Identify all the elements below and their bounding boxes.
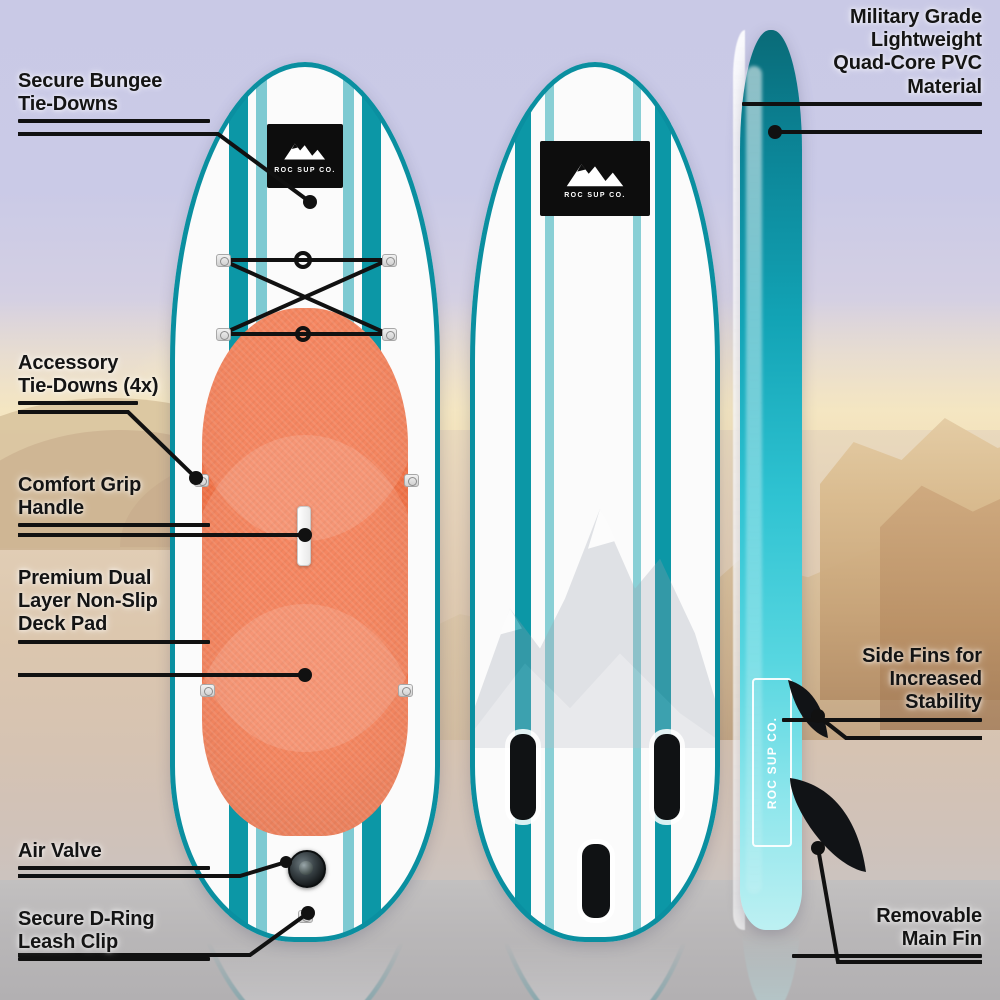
callout-underline	[742, 101, 982, 106]
callout-underline	[18, 401, 138, 406]
callout-underline	[18, 866, 210, 871]
accessory-tie-down-3	[200, 684, 215, 697]
hull-stripe-left-inner	[545, 62, 554, 942]
callout-premium-deck-pad: Premium Dual Layer Non-Slip Deck Pad	[18, 567, 233, 644]
deck-pad-arc-mid	[202, 435, 408, 752]
callout-label: Comfort Grip Handle	[18, 474, 142, 520]
leash-d-ring	[298, 910, 313, 923]
callout-air-valve: Air Valve	[18, 840, 218, 871]
air-valve[interactable]	[288, 850, 326, 888]
deck-pad-arc-top	[202, 308, 408, 541]
main-fin-box	[582, 844, 610, 918]
side-fin-box-left	[510, 734, 536, 820]
callout-label: Removable Main Fin	[876, 905, 982, 951]
non-slip-deck-pad	[202, 308, 408, 837]
callout-underline	[18, 639, 210, 644]
callout-secure-d-ring-leash-clip: Secure D-Ring Leash Clip	[18, 908, 228, 962]
callout-military-grade-material: Military Grade Lightweight Quad-Core PVC…	[742, 6, 982, 106]
accessory-tie-down-2	[404, 474, 419, 487]
bungee-d-ring-front-right	[382, 254, 397, 267]
side-fin-box-right	[654, 734, 680, 820]
mountain-print-graphic	[470, 509, 720, 749]
side-rail-gloss	[745, 66, 762, 894]
hull-stripe-right	[655, 62, 672, 942]
hull-board-reflection	[470, 158, 720, 1000]
deck-pad-arc-low	[202, 604, 408, 837]
callout-label: Military Grade Lightweight Quad-Core PVC…	[833, 6, 982, 98]
bungee-d-ring-rear-left	[216, 328, 231, 341]
bungee-d-ring-rear-right	[382, 328, 397, 341]
mountain-logo-icon	[566, 164, 624, 187]
callout-underline	[18, 523, 210, 528]
callout-label: Secure D-Ring Leash Clip	[18, 908, 155, 954]
canyon-wall-far-right	[880, 480, 1000, 730]
callout-label: Side Fins for Increased Stability	[862, 645, 982, 714]
bungee-cord-system	[221, 251, 389, 342]
side-logo-badge: ROC SUP CO.	[752, 678, 792, 847]
hull-logo-text: ROC SUP CO.	[564, 192, 626, 200]
side-logo-text: ROC SUP CO.	[765, 716, 780, 809]
hull-surface: ROC SUP CO.	[470, 62, 720, 942]
callout-accessory-tie-downs: Accessory Tie-Downs (4x)	[18, 352, 248, 406]
callout-removable-main-fin: Removable Main Fin	[792, 905, 982, 959]
callout-comfort-grip-handle: Comfort Grip Handle	[18, 474, 228, 528]
accessory-tie-down-4	[398, 684, 413, 697]
bungee-d-ring-front-left	[216, 254, 231, 267]
callout-side-fins-stability: Side Fins for Increased Stability	[782, 645, 982, 722]
hull-logo-badge: ROC SUP CO.	[540, 141, 650, 216]
callout-label: Accessory Tie-Downs (4x)	[18, 352, 159, 398]
deck-pad-texture	[202, 308, 408, 837]
callout-label: Premium Dual Layer Non-Slip Deck Pad	[18, 567, 158, 636]
hull-stripe-right-inner	[632, 62, 642, 942]
callout-underline	[792, 954, 982, 959]
callout-label: Secure Bungee Tie-Downs	[18, 70, 163, 116]
callout-secure-bungee-tie-downs: Secure Bungee Tie-Downs	[18, 70, 228, 124]
paddle-board-bottom-view: ROC SUP CO.	[470, 62, 720, 942]
callout-underline	[18, 957, 210, 962]
callout-underline	[782, 717, 982, 722]
callout-label: Air Valve	[18, 840, 102, 862]
hull-stripe-left	[515, 62, 532, 942]
main-fin-shape	[790, 778, 866, 872]
callout-underline	[18, 119, 210, 124]
